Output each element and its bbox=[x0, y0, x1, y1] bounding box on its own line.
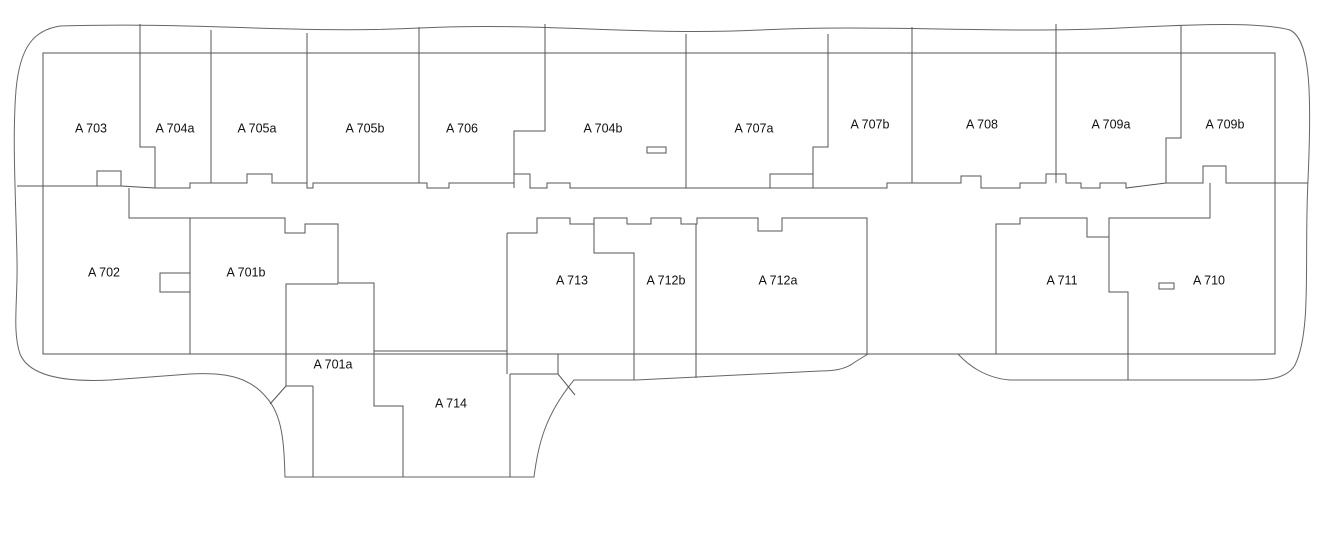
corridor-top-edge bbox=[17, 165, 1308, 189]
wall-lines-bottom bbox=[269, 350, 635, 477]
wall-lines-middle bbox=[128, 183, 1276, 477]
room-a704a[interactable]: A 704a bbox=[156, 121, 195, 135]
room-labels: A 703 A 704a A 705a A 705b A 706 A 704b … bbox=[75, 117, 1244, 410]
room-a711[interactable]: A 711 bbox=[1046, 273, 1077, 287]
room-a705b[interactable]: A 705b bbox=[346, 121, 385, 135]
room-a707b[interactable]: A 707b bbox=[851, 117, 890, 131]
room-a709b[interactable]: A 709b bbox=[1206, 117, 1245, 131]
room-a703[interactable]: A 703 bbox=[75, 121, 107, 135]
room-a702[interactable]: A 702 bbox=[88, 265, 120, 279]
room-a704b[interactable]: A 704b bbox=[584, 121, 623, 135]
room-a705a[interactable]: A 705a bbox=[238, 121, 277, 135]
room-a712b[interactable]: A 712b bbox=[647, 273, 686, 287]
room-a701a[interactable]: A 701a bbox=[314, 357, 353, 371]
room-a701b[interactable]: A 701b bbox=[227, 265, 266, 279]
room-a712a[interactable]: A 712a bbox=[759, 273, 798, 287]
room-a713[interactable]: A 713 bbox=[556, 273, 588, 287]
wall-lines-top bbox=[139, 24, 1182, 53]
building-outline bbox=[13, 24, 1311, 478]
room-a710[interactable]: A 710 bbox=[1193, 273, 1225, 287]
inner-frame bbox=[42, 52, 1276, 355]
room-a709a[interactable]: A 709a bbox=[1092, 117, 1131, 131]
room-a707a[interactable]: A 707a bbox=[735, 121, 774, 135]
room-a708[interactable]: A 708 bbox=[966, 117, 998, 131]
room-a706[interactable]: A 706 bbox=[446, 121, 478, 135]
room-a714[interactable]: A 714 bbox=[435, 396, 467, 410]
